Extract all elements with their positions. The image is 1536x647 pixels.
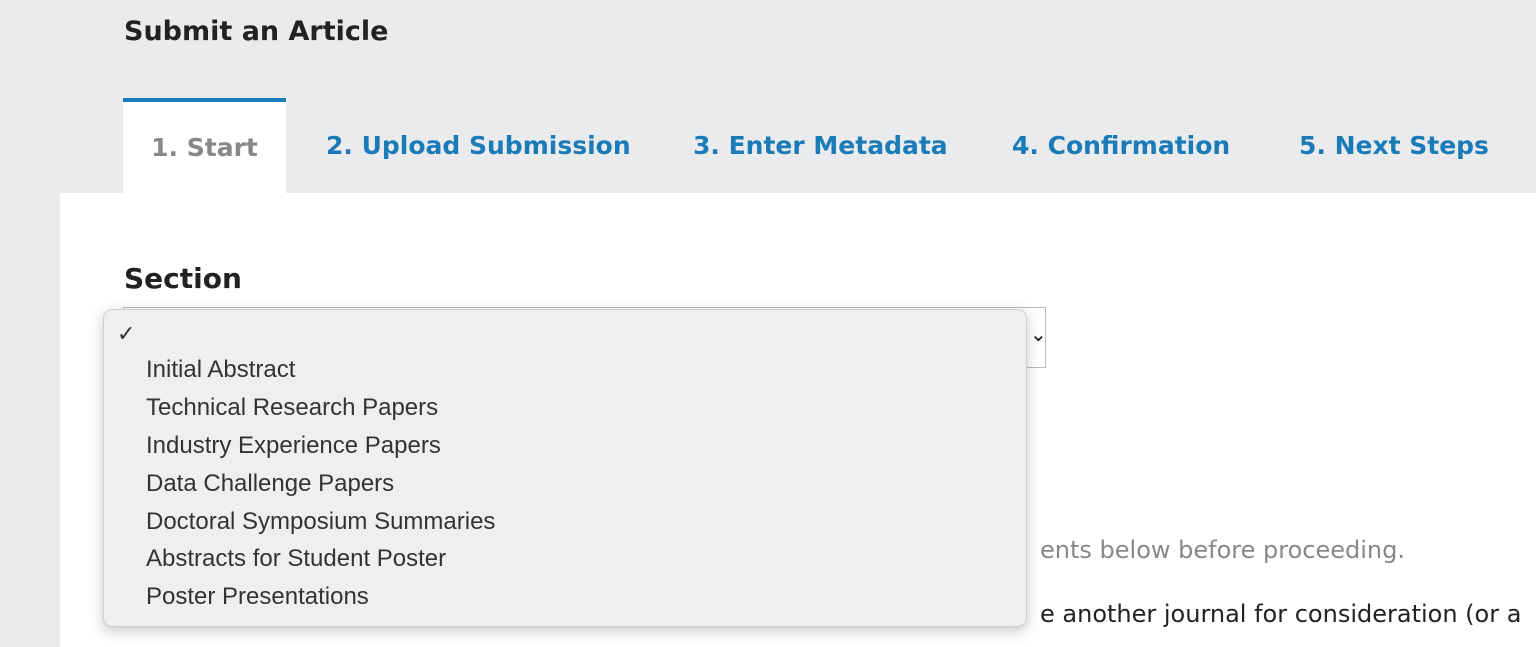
- option-technical-research-papers[interactable]: Technical Research Papers: [146, 394, 439, 421]
- option-initial-abstract[interactable]: Initial Abstract: [146, 356, 296, 383]
- section-dropdown-menu: ✓ Initial Abstract Technical Research Pa…: [103, 309, 1027, 627]
- help-text: ents below before proceeding.: [1040, 536, 1405, 564]
- option-abstracts-student-poster[interactable]: Abstracts for Student Poster: [146, 545, 447, 572]
- tab-confirmation[interactable]: 4. Confirmation: [1012, 131, 1231, 160]
- checkmark-icon: ✓: [117, 322, 136, 347]
- section-label: Section: [124, 262, 242, 295]
- option-data-challenge-papers[interactable]: Data Challenge Papers: [146, 470, 395, 497]
- tab-next-steps[interactable]: 5. Next Steps: [1299, 131, 1489, 160]
- tab-start[interactable]: 1. Start: [123, 98, 286, 193]
- tab-enter-metadata[interactable]: 3. Enter Metadata: [693, 131, 948, 160]
- option-poster-presentations[interactable]: Poster Presentations: [146, 583, 369, 610]
- tab-upload-submission[interactable]: 2. Upload Submission: [326, 131, 631, 160]
- page-title: Submit an Article: [124, 16, 389, 47]
- requirement-text: e another journal for consideration (or …: [1040, 600, 1522, 628]
- chevron-down-icon: ⌄: [1030, 322, 1047, 346]
- option-industry-experience-papers[interactable]: Industry Experience Papers: [146, 432, 441, 459]
- option-doctoral-symposium-summaries[interactable]: Doctoral Symposium Summaries: [146, 508, 496, 535]
